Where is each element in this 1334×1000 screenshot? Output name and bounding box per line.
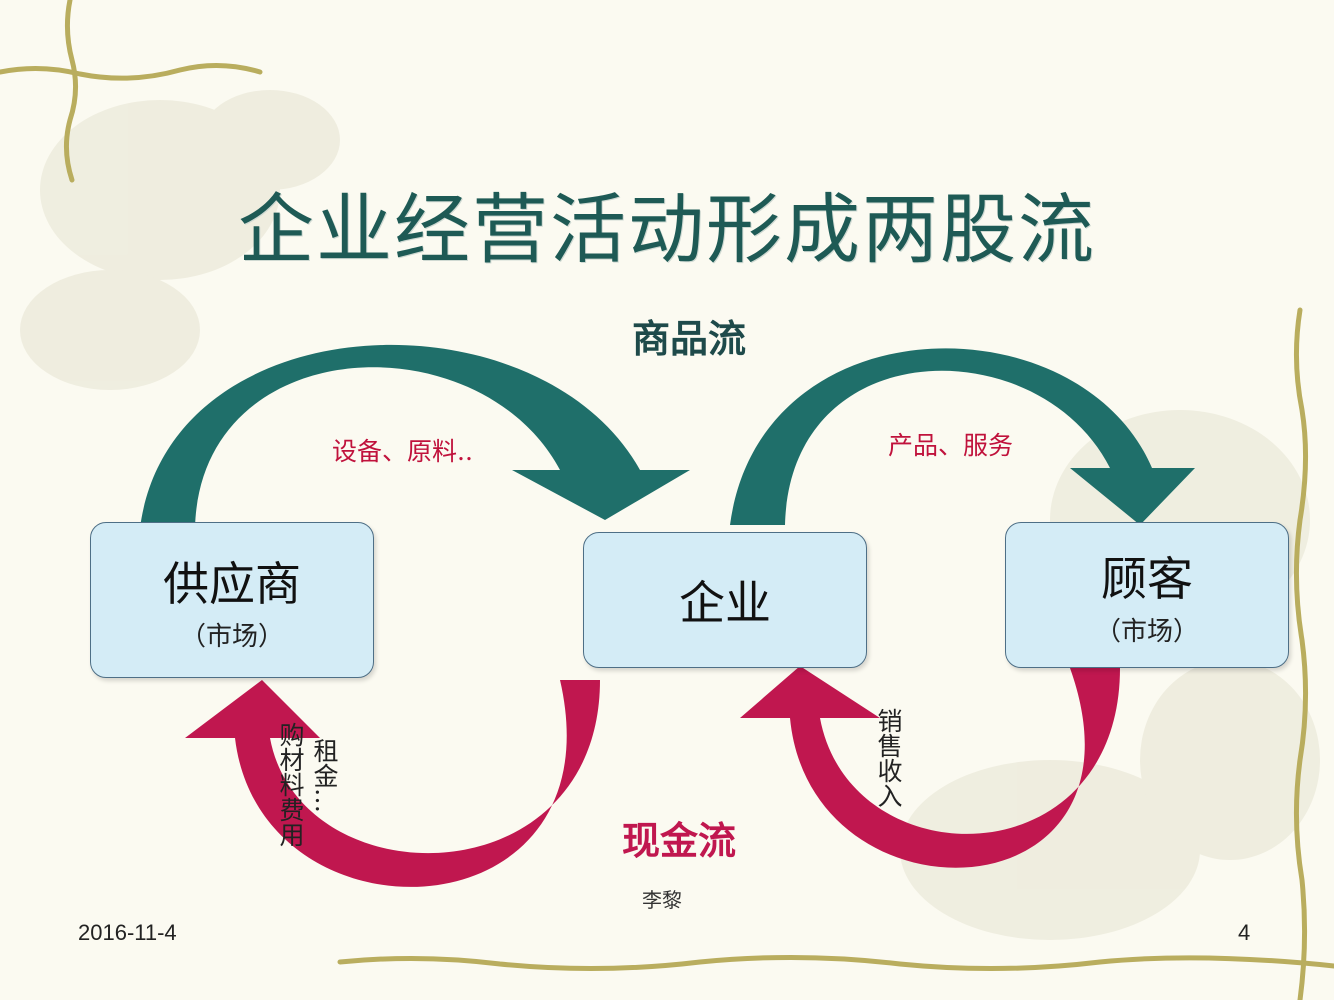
cash-label-materials-col1: 购材料费用 (276, 722, 305, 847)
supplier-node: 供应商 （市场） (90, 522, 374, 678)
cash-label-rent: 租金… (310, 738, 339, 813)
supplier-name: 供应商 (163, 556, 301, 611)
goods-arrow-supplier-to-enterprise (140, 344, 690, 528)
cash-label-sales: 销售收入 (874, 708, 903, 808)
slide-page-number: 4 (1238, 920, 1251, 945)
goods-flow-label: 商品流 (632, 316, 747, 361)
customer-node: 顾客 （市场） (1005, 522, 1289, 668)
page-title: 企业经营活动形成两股流 (238, 185, 1096, 274)
customer-name: 顾客 (1101, 551, 1193, 606)
cash-flow-label: 现金流 (622, 818, 737, 863)
enterprise-name: 企业 (679, 576, 771, 630)
slide-date: 2016-11-4 (78, 920, 177, 945)
goods-label-products: 产品、服务 (888, 431, 1014, 460)
supplier-sub: （市场） (179, 621, 284, 652)
customer-sub: （市场） (1094, 616, 1199, 647)
cash-arrow-enterprise-to-supplier (185, 680, 600, 887)
goods-arrow-enterprise-to-customer (730, 348, 1195, 525)
goods-label-equipment: 设备、原料.. (332, 437, 473, 466)
enterprise-node: 企业 (583, 532, 867, 668)
cash-arrow-customer-to-enterprise (740, 666, 1120, 868)
author-name: 李黎 (642, 888, 682, 912)
